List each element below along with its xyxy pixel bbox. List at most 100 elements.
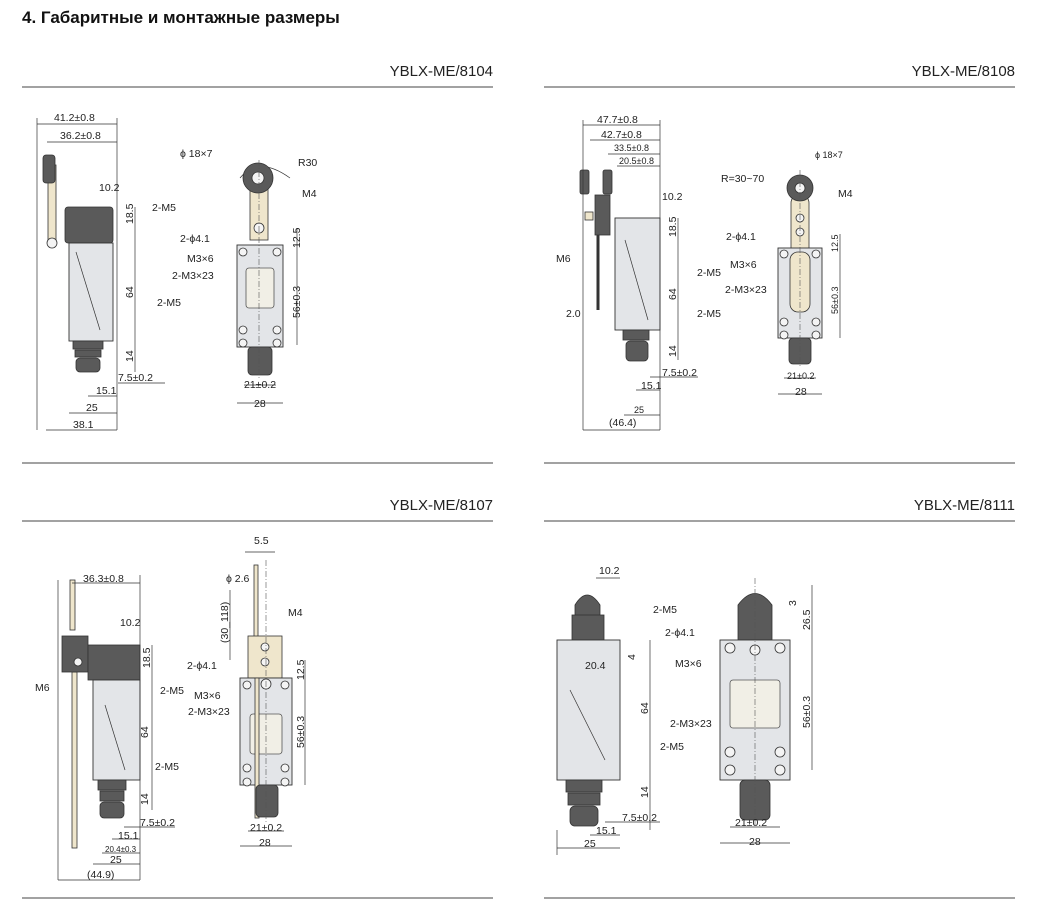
- dim-label: 36.3±0.8: [83, 573, 124, 585]
- dim-label: (46.4): [609, 417, 636, 429]
- dim-label: 64: [667, 288, 679, 300]
- dim-label: 2-ϕ4.1: [180, 233, 210, 245]
- dim-label: 56±0.3: [295, 716, 307, 748]
- dim-label: M3×6: [730, 259, 757, 271]
- dim-label: 20.5±0.8: [619, 156, 654, 166]
- dim-label: (30_118): [219, 602, 231, 643]
- dim-label: 21±0.2: [250, 822, 282, 834]
- dim-label: 25: [634, 405, 644, 415]
- dim-label: 64: [639, 702, 651, 714]
- dim-label: 36.2±0.8: [60, 130, 101, 142]
- dim-label: 2.0: [566, 308, 581, 320]
- dim-label: 25: [584, 838, 596, 850]
- dim-label: 33.5±0.8: [614, 143, 649, 153]
- dim-label: 2-M3×23: [670, 718, 712, 730]
- dim-label: 14: [139, 793, 151, 805]
- dim-label: 25: [110, 854, 122, 866]
- dim-label: 2-M3×23: [725, 284, 767, 296]
- dim-label: 18.5: [124, 203, 136, 224]
- dim-label: 2-ϕ4.1: [665, 627, 695, 639]
- section-heading: 4. Габаритные и монтажные размеры: [22, 8, 340, 27]
- side-view: [57, 575, 175, 881]
- dim-label: 2-M5: [697, 308, 721, 320]
- drawing-8107: 36.3±0.8 10.2 18.5 M6 2-M5 64 2-M5 14 7.…: [35, 535, 307, 881]
- dim-label: 14: [667, 345, 679, 357]
- drawing-8104: 41.2±0.8 36.2±0.8 10.2 18.5 2-M5 64 2-M5…: [36, 112, 317, 431]
- dim-label: 28: [795, 386, 807, 398]
- dim-label: 12.5: [295, 659, 307, 680]
- front-view: [236, 160, 298, 404]
- dim-label: 28: [259, 837, 271, 849]
- dim-label: 21±0.2: [735, 817, 767, 829]
- side-view: [556, 577, 660, 855]
- model-title: YBLX-ME/8111: [914, 497, 1015, 514]
- dim-label: 7.5±0.2: [118, 372, 153, 384]
- dim-label: M6: [35, 682, 50, 694]
- dim-label: 10.2: [662, 191, 683, 203]
- dim-label: M3×6: [187, 253, 214, 265]
- dim-label: 2-ϕ4.1: [726, 231, 756, 243]
- dim-label: ϕ 18×7: [180, 148, 213, 160]
- dim-label: 25: [86, 402, 98, 414]
- dim-label: M3×6: [194, 690, 221, 702]
- dim-label: 64: [139, 726, 151, 738]
- dim-label: 2-M5: [152, 202, 176, 214]
- dim-label: 2-M3×23: [172, 270, 214, 282]
- dim-label: ϕ 18×7: [815, 150, 843, 160]
- dim-label: M4: [838, 188, 853, 200]
- dim-label: 21±0.2: [244, 379, 276, 391]
- dim-label: R30: [298, 157, 317, 169]
- dim-label: 56±0.3: [830, 287, 840, 314]
- dim-label: 14: [124, 350, 136, 362]
- dim-label: 2-M5: [157, 297, 181, 309]
- dim-label: M6: [556, 253, 571, 265]
- dim-label: 42.7±0.8: [601, 129, 642, 141]
- dim-label: 12.5: [291, 227, 303, 248]
- dim-label: (44.9): [87, 869, 114, 881]
- dim-label: 64: [124, 286, 136, 298]
- dim-label: 10.2: [599, 565, 620, 577]
- dim-label: 3: [787, 600, 799, 606]
- dim-label: 15.1: [641, 380, 662, 392]
- dim-label: 10.2: [120, 617, 141, 629]
- model-title: YBLX-ME/8104: [390, 63, 493, 80]
- dim-label: 41.2±0.8: [54, 112, 95, 124]
- dim-label: 2-ϕ4.1: [187, 660, 217, 672]
- dim-label: 20.4±0.3: [105, 845, 137, 854]
- dim-label: 20.4: [585, 660, 606, 672]
- dim-label: ϕ 2.6: [226, 573, 250, 585]
- model-title: YBLX-ME/8107: [390, 497, 493, 514]
- dim-label: 12.5: [830, 234, 840, 252]
- dim-label: 2-M5: [653, 604, 677, 616]
- drawing-8111: 10.2 2-M5 20.4 4 64 2-M5 14 7.5±0.2 15.1…: [556, 565, 813, 855]
- dim-label: 5.5: [254, 535, 269, 547]
- dim-label: 4: [626, 654, 638, 660]
- dim-label: 28: [254, 398, 266, 410]
- dim-label: 38.1: [73, 419, 94, 431]
- dim-label: M4: [302, 188, 317, 200]
- dim-label: 2-M5: [155, 761, 179, 773]
- front-view: [229, 551, 306, 847]
- dim-label: 47.7±0.8: [597, 114, 638, 126]
- dim-label: 18.5: [667, 216, 679, 237]
- front-view: [719, 578, 813, 844]
- dim-label: R=30~70: [721, 173, 764, 185]
- dim-label: 2-M3×23: [188, 706, 230, 718]
- side-view: [36, 118, 165, 431]
- drawing-8108: 47.7±0.8 42.7±0.8 33.5±0.8 20.5±0.8 10.2…: [556, 114, 853, 431]
- dim-label: 2-M5: [160, 685, 184, 697]
- dim-label: 56±0.3: [801, 696, 813, 728]
- dim-label: 15.1: [118, 830, 139, 842]
- dim-label: 2-M5: [697, 267, 721, 279]
- dim-label: 7.5±0.2: [662, 367, 697, 379]
- dim-label: 28: [749, 836, 761, 848]
- dim-label: 10.2: [99, 182, 120, 194]
- dim-label: 14: [639, 786, 651, 798]
- front-view: [777, 170, 841, 395]
- dim-label: 7.5±0.2: [140, 817, 175, 829]
- dim-label: 7.5±0.2: [622, 812, 657, 824]
- dim-label: 15.1: [596, 825, 617, 837]
- model-title: YBLX-ME/8108: [912, 63, 1015, 80]
- dim-label: 15.1: [96, 385, 117, 397]
